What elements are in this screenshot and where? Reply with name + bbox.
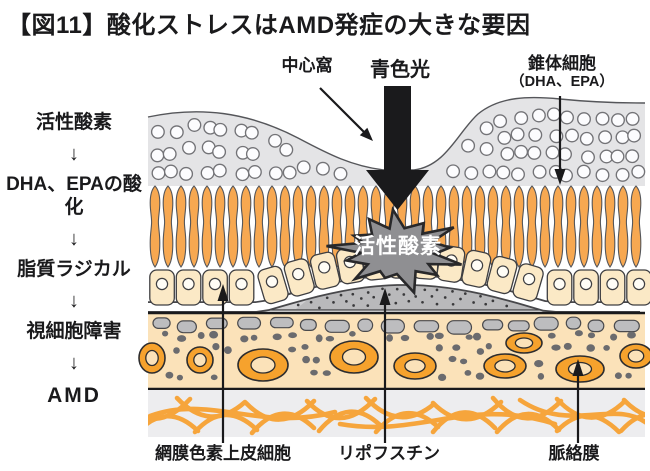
cascade-down-arrow: ↓ xyxy=(69,228,79,251)
reactive-oxygen-starburst xyxy=(326,206,462,296)
fovea-pointer-arrow xyxy=(319,87,365,133)
cascade-down-arrow: ↓ xyxy=(69,352,79,375)
label-lipofuscin: リポフスチン xyxy=(338,444,440,463)
label-cone-cells: 錐体細胞 （DHA、EPA） xyxy=(497,54,627,90)
label-reactive-oxygen: 活性酸素 xyxy=(354,235,442,258)
cascade-step-3: 脂質ラジカル xyxy=(17,258,131,280)
pointer-arrows xyxy=(217,87,584,443)
rpe-basement-band xyxy=(148,275,640,311)
label-rpe-cells: 網膜色素上皮細胞 xyxy=(155,444,291,463)
rpe-pointer-arrowhead xyxy=(217,284,229,301)
label-choroid: 脈絡膜 xyxy=(548,444,600,463)
cascade-down-arrow: ↓ xyxy=(69,143,79,166)
figure-title: 【図11】酸化ストレスはAMD発症の大きな要因 xyxy=(7,12,531,39)
choroid-cell-dots xyxy=(162,330,636,381)
label-blue-light: 青色光 xyxy=(370,59,430,81)
choroid-vessels xyxy=(138,332,650,383)
blue-light-arrow xyxy=(366,86,429,210)
cascade-step-1: 活性酸素 xyxy=(35,112,112,133)
nuclei-circles xyxy=(150,107,646,183)
cascade-down-arrow: ↓ xyxy=(69,290,79,313)
sclera-fibers xyxy=(148,395,645,436)
bruch-membrane-blobs xyxy=(152,316,640,335)
choroid-pointer-arrowhead xyxy=(572,359,584,376)
label-cone-cells-line2: （DHA、EPA） xyxy=(510,73,614,90)
fovea-pointer-arrowhead xyxy=(359,127,373,141)
label-fovea: 中心窩 xyxy=(281,56,333,75)
retina-surface-curve xyxy=(147,96,646,171)
cascade-step-2: DHA、EPAの酸化 xyxy=(6,173,142,218)
cascade-step-5: AMD xyxy=(47,383,101,407)
lipofuscin-pointer-arrowhead xyxy=(379,288,391,305)
cascade-step-4: 視細胞障害 xyxy=(26,320,122,342)
label-cone-cells-line1: 錐体細胞 xyxy=(528,54,596,73)
pathway-cascade: 活性酸素 ↓ DHA、EPAの酸化 ↓ 脂質ラジカル ↓ 視細胞障害 ↓ AMD xyxy=(0,112,148,408)
cone-cells-pointer-arrowhead xyxy=(554,169,566,185)
